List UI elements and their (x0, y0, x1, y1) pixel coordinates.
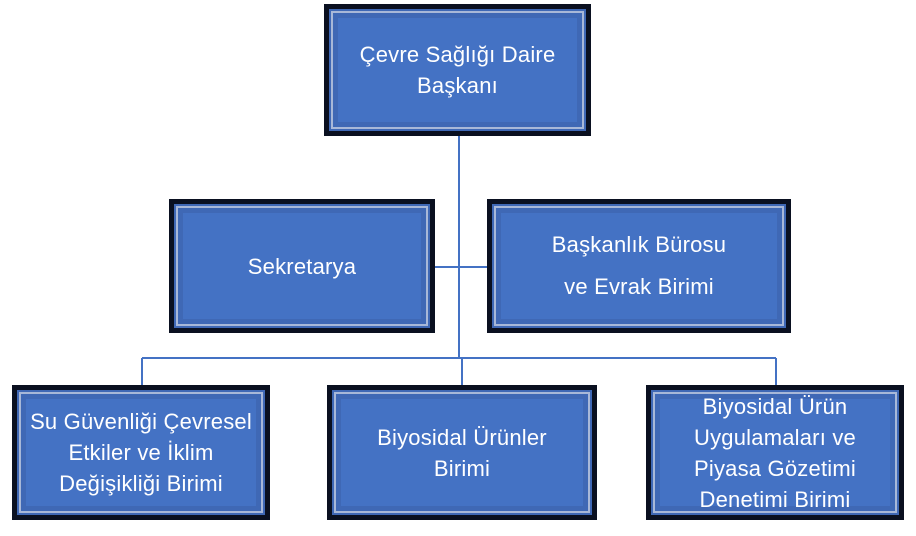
unit-box-biocidal-market: Biyosidal Ürün Uygulamaları ve Piyasa Gö… (646, 385, 904, 520)
secretariat-box: Sekretarya (169, 199, 435, 333)
secretariat-label: Sekretarya (247, 253, 357, 279)
unit-label-biocidal-products: Biyosidal Ürünler Birimi (377, 424, 547, 481)
head-box: Çevre Sağlığı Daire Başkanı (324, 4, 591, 136)
unit-box-biocidal-products: Biyosidal Ürünler Birimi (327, 385, 597, 520)
head-label: Çevre Sağlığı Daire Başkanı (359, 42, 556, 98)
office-box: Başkanlık Bürosu ve Evrak Birimi (487, 199, 791, 333)
unit-label-biocidal-market: Biyosidal Ürün Uygulamaları ve Piyasa Gö… (694, 393, 856, 512)
unit-box-water: Su Güvenliği Çevresel Etkiler ve İklim D… (12, 385, 270, 520)
office-label: Başkanlık Bürosu ve Evrak Birimi (551, 232, 727, 299)
unit-label-water: Su Güvenliği Çevresel Etkiler ve İklim D… (30, 409, 252, 496)
